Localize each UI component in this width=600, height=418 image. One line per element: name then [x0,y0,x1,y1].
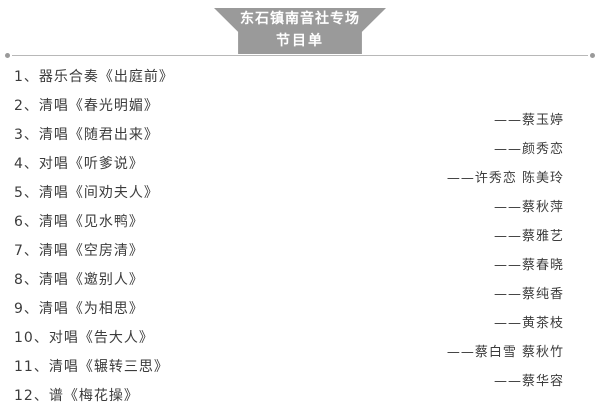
divider-line [12,55,588,56]
program-item: 9、清唱《为相思》 [14,301,144,317]
performer-name: ——蔡春晓 [493,258,564,273]
program-list: 1、器乐合奏《出庭前》 2、清唱《春光明媚》 3、清唱《随君出来》 4、对唱《听… [14,63,174,411]
program-item: 6、清唱《见水鸭》 [14,214,144,230]
banner-subtitle: 节目单 [276,33,324,49]
performer-name: ——蔡纯香 [493,287,564,302]
performer-name: ——颜秀恋 [493,142,564,157]
performer-name: ——蔡秋萍 [493,200,564,215]
program-item: 11、清唱《辗转三思》 [14,359,169,375]
performer-list: ——蔡玉婷 ——颜秀恋 ——许秀恋 陈美玲 ——蔡秋萍 ——蔡雅艺 ——蔡春晓 … [447,106,564,396]
program-item: 10、对唱《告大人》 [14,330,154,346]
performer-name: ——蔡雅艺 [493,229,564,244]
performer-name: ——黄茶枝 [493,316,564,331]
program-item: 1、器乐合奏《出庭前》 [14,69,174,85]
program-item: 12、谱《梅花操》 [14,388,139,404]
performer-name: ——蔡白雪 蔡秋竹 [446,345,564,360]
performer-name: ——蔡华容 [493,374,564,389]
program-item: 5、清唱《间劝夫人》 [14,185,159,201]
program-item: 4、对唱《听爹说》 [14,156,144,172]
program-item: 7、清唱《空房清》 [14,243,144,259]
divider-dot-left [5,53,10,58]
performer-name: ——许秀恋 陈美玲 [446,171,564,186]
divider-dot-right [590,53,595,58]
banner-title: 东石镇南音社专场 [240,11,360,27]
program-item: 8、清唱《邀别人》 [14,272,144,288]
program-banner: 东石镇南音社专场 节目单 [214,8,386,54]
program-item: 3、清唱《随君出来》 [14,127,159,143]
program-item: 2、清唱《春光明媚》 [14,98,159,114]
performer-name: ——蔡玉婷 [493,113,564,128]
